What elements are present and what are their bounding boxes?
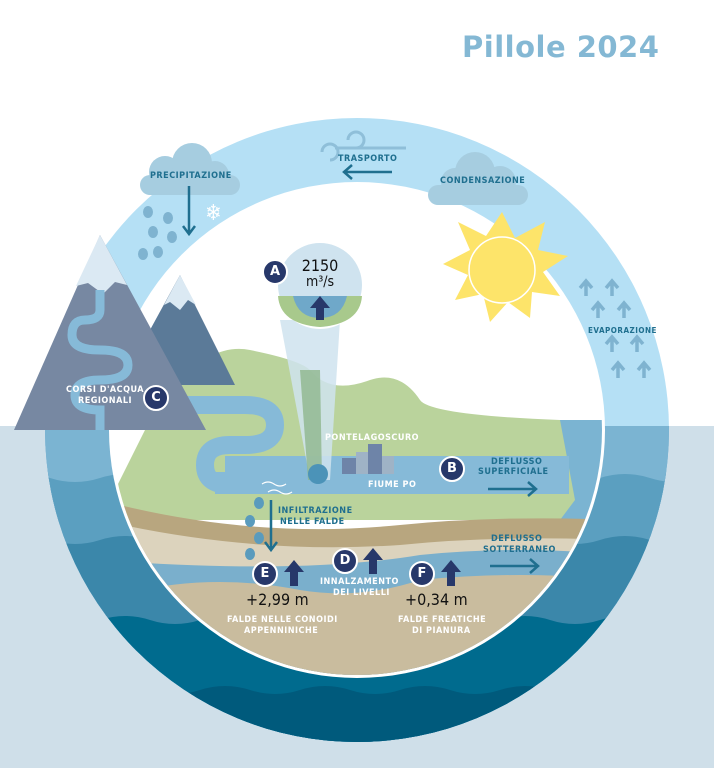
arrow-up-D-icon (363, 548, 383, 574)
groundwater-runoff-arrow-icon (490, 558, 540, 574)
label-precipitazione: PRECIPITAZIONE (150, 171, 232, 181)
label-innalzamento-1: INNALZAMENTO (320, 577, 399, 587)
arrow-up-E-icon (284, 560, 304, 586)
infiltration-arrow-icon (264, 500, 278, 553)
label-deflusso-sup-1: DEFLUSSO (491, 457, 543, 467)
badge-A: A (262, 259, 288, 285)
label-fiume-po: FIUME PO (368, 480, 417, 490)
evaporation-arrows-icon (578, 278, 652, 378)
label-trasporto: TRASPORTO (338, 154, 398, 164)
cloud-precipitazione-icon (140, 143, 240, 195)
sun-icon (443, 212, 568, 322)
snowflake-icon: ❄ (205, 201, 222, 226)
label-deflusso-sup-2: SUPERFICIALE (478, 467, 549, 477)
page-title: Pillole 2024 (462, 30, 660, 64)
badge-E: E (252, 561, 278, 587)
infiltration-drops-icon (245, 497, 264, 560)
rain-drops-icon (138, 206, 177, 260)
badge-F: F (409, 561, 435, 587)
label-infiltrazione-1: INFILTRAZIONE (278, 506, 353, 516)
label-evaporazione: EVAPORAZIONE (588, 326, 657, 335)
cloud-condensazione-icon (428, 152, 528, 205)
badge-B: B (439, 456, 465, 482)
badge-D: D (332, 548, 358, 574)
transport-arrow-icon (342, 164, 392, 180)
unit-A: m³/s (305, 274, 335, 290)
label-corsi-acqua-2: REGIONALI (78, 396, 133, 406)
label-condensazione: CONDENSAZIONE (440, 176, 526, 186)
label-falde-conoidi-2: APPENNINICHE (244, 626, 319, 636)
label-infiltrazione-2: NELLE FALDE (280, 517, 345, 527)
label-falde-conoidi-1: FALDE NELLE CONOIDI (227, 615, 338, 625)
value-F: +0,34 m (405, 590, 468, 609)
badge-C: C (143, 385, 169, 411)
label-falde-freatiche-1: FALDE FREATICHE (398, 615, 487, 625)
mountain-front-icon (14, 235, 206, 430)
value-A: 2150 (301, 256, 339, 275)
surface-runoff-arrow-icon (488, 481, 538, 497)
arrow-up-F-icon (441, 560, 461, 586)
value-E: +2,99 m (246, 590, 309, 609)
label-falde-freatiche-2: DI PIANURA (412, 626, 471, 636)
label-deflusso-sot-1: DEFLUSSO (491, 534, 543, 544)
wind-icon (320, 130, 406, 162)
label-innalzamento-2: DEI LIVELLI (333, 588, 390, 598)
lens-A-icon (276, 241, 364, 329)
label-deflusso-sot-2: SOTTERRANEO (483, 545, 556, 555)
label-pontelagoscuro: PONTELAGOSCURO (325, 433, 420, 443)
label-corsi-acqua-1: CORSI D'ACQUA (66, 385, 145, 395)
